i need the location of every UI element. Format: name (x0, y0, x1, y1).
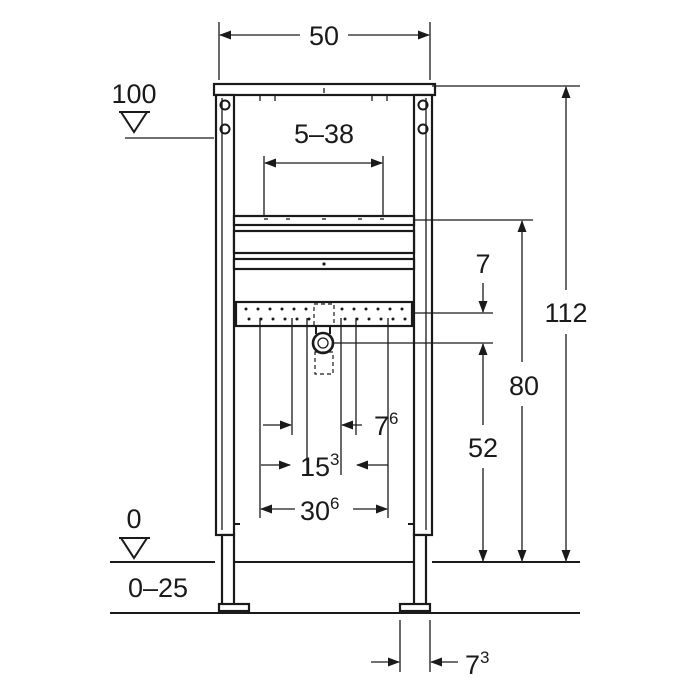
frame-left-foot (220, 533, 236, 609)
offset-top-dimension: 7 (475, 249, 491, 313)
bar-hole (283, 317, 287, 321)
bar-hole (295, 317, 299, 321)
upper-level-triangle-icon (119, 111, 149, 134)
floor-range-label: 0–25 (128, 573, 188, 603)
mounting-hole-icon (219, 99, 429, 135)
total-height-dimension: 112 (544, 86, 588, 562)
spacing-wide-label: 306 (300, 494, 340, 526)
adjust-range-dimension: 5–38 (263, 119, 384, 215)
connection-bar-holes (244, 307, 407, 321)
bar-hole (271, 317, 275, 321)
installation-frame (212, 82, 437, 613)
bar-hole (388, 307, 392, 311)
bar-hole (244, 307, 248, 311)
bar-hole (403, 317, 407, 321)
pipe-height-label: 52 (468, 433, 498, 463)
frame-connection-bar (234, 300, 414, 328)
connection-height-dimension: 80 (509, 220, 539, 562)
bar-hole (247, 317, 251, 321)
bar-hole (367, 317, 371, 321)
spacing-small-label: 76 (374, 409, 399, 441)
bar-hole (379, 317, 383, 321)
upper-level-label: 100 (111, 79, 156, 109)
connection-height-label: 80 (509, 371, 539, 401)
bar-hole (376, 307, 380, 311)
bar-hole (307, 317, 311, 321)
spacing-mid-label: 153 (300, 450, 340, 482)
bar-hole (352, 307, 356, 311)
foot-width-dimension: 73 (371, 620, 490, 680)
frame-middle-crossbar (232, 214, 416, 227)
width-dimension: 50 (218, 21, 431, 80)
frame-right-upright (412, 93, 434, 537)
bar-hole (268, 307, 272, 311)
total-height-label: 112 (544, 298, 587, 328)
floor-level-triangle-icon (119, 537, 149, 560)
frame-left-upright (214, 93, 236, 537)
frame-right-foot (412, 533, 428, 609)
upper-level-marker: 100 (111, 79, 214, 139)
bar-hole (340, 307, 344, 311)
drain-connection-icon (311, 303, 335, 375)
pipe-height-dimension: 52 (468, 343, 498, 562)
bar-hole (343, 317, 347, 321)
right-foot-plate (398, 602, 432, 613)
width-label: 50 (309, 21, 339, 51)
bar-hole (256, 307, 260, 311)
bar-hole (391, 317, 395, 321)
foot-width-label: 73 (465, 648, 490, 680)
left-foot-plate (217, 602, 251, 613)
bar-hole (292, 307, 296, 311)
bar-hole (364, 307, 368, 311)
offset-top-label: 7 (475, 249, 490, 279)
bar-hole (280, 307, 284, 311)
bar-hole (400, 307, 404, 311)
floor-level-label: 0 (126, 504, 141, 534)
adjust-range-label: 5–38 (294, 119, 354, 149)
floor-level-marker: 0 (119, 504, 150, 560)
frame-mounting-plate (232, 229, 416, 255)
bar-hole (304, 307, 308, 311)
spacing-dimensions: 76 153 306 (259, 318, 399, 526)
